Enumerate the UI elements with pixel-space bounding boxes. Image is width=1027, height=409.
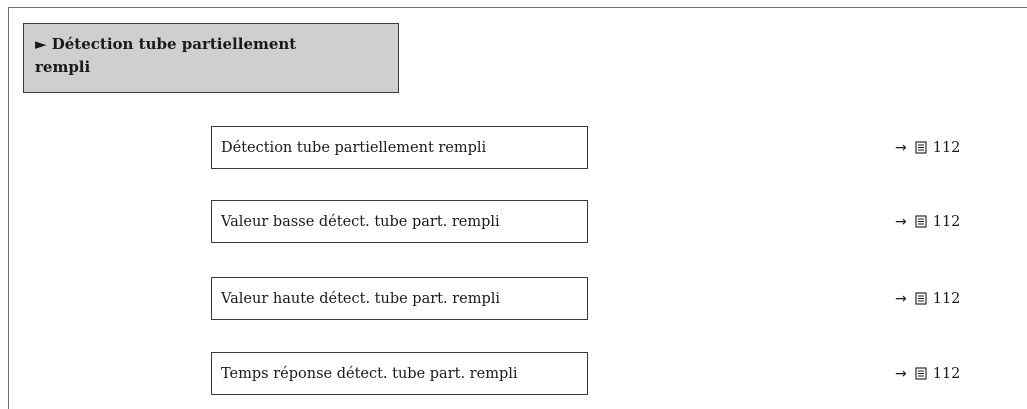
arrow-right-icon: → xyxy=(895,365,907,382)
page-number: 112 xyxy=(932,290,961,307)
arrow-right-icon: → xyxy=(895,139,907,156)
parameter-box-temps-reponse[interactable]: Temps réponse détect. tube part. rempli xyxy=(211,352,588,395)
page-reference-valeur-basse[interactable]: → 112 xyxy=(895,200,960,243)
parameter-label: Valeur basse détect. tube part. rempli xyxy=(221,213,500,230)
book-icon xyxy=(915,141,927,154)
parameter-label: Valeur haute détect. tube part. rempli xyxy=(221,290,501,307)
parameter-box-valeur-basse[interactable]: Valeur basse détect. tube part. rempli xyxy=(211,200,588,243)
parameter-label: Temps réponse détect. tube part. rempli xyxy=(221,365,518,382)
book-icon xyxy=(915,215,927,228)
frame-left-line xyxy=(8,7,9,409)
page-reference-temps-reponse[interactable]: → 112 xyxy=(895,352,960,395)
page-reference-detection[interactable]: → 112 xyxy=(895,126,960,169)
frame-top-line xyxy=(8,7,1027,8)
parameter-box-detection[interactable]: Détection tube partiellement rempli xyxy=(211,126,588,169)
page-number: 112 xyxy=(932,139,961,156)
page-reference-valeur-haute[interactable]: → 112 xyxy=(895,277,960,320)
parameter-label: Détection tube partiellement rempli xyxy=(221,139,487,156)
page-number: 112 xyxy=(932,213,961,230)
arrow-right-icon: → xyxy=(895,290,907,307)
book-icon xyxy=(915,367,927,380)
submenu-header[interactable]: ► Détection tube partiellement rempli xyxy=(23,23,399,93)
book-icon xyxy=(915,292,927,305)
parameter-box-valeur-haute[interactable]: Valeur haute détect. tube part. rempli xyxy=(211,277,588,320)
page-number: 112 xyxy=(932,365,961,382)
submenu-title: ► Détection tube partiellement rempli xyxy=(35,35,297,76)
arrow-right-icon: → xyxy=(895,213,907,230)
